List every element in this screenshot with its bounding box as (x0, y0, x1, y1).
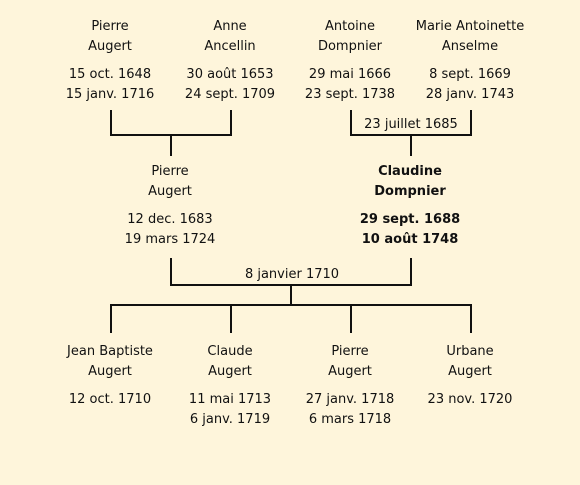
first-name: Pierre (151, 164, 189, 179)
connector-line (170, 134, 172, 156)
connector-line (230, 304, 232, 333)
birth-date: 30 août 1653 (186, 67, 274, 82)
last-name: Ancellin (204, 39, 256, 54)
connector-line (410, 134, 412, 156)
first-name: Jean Baptiste (67, 344, 153, 359)
first-name: Marie Antoinette (415, 19, 525, 34)
person-marie-antoinette-anselme: Marie Antoinette Anselme 8 sept. 1669 28… (400, 17, 540, 105)
person-pierre-augert-grandfather: Pierre Augert 15 oct. 1648 15 janv. 1716 (40, 17, 180, 105)
person-pierre-augert-child: Pierre Augert 27 janv. 1718 6 mars 1718 (280, 342, 420, 430)
person-claudine-dompnier: Claudine Dompnier 29 sept. 1688 10 août … (340, 162, 480, 250)
first-name: Pierre (91, 19, 129, 34)
person-anne-ancellin: Anne Ancellin 30 août 1653 24 sept. 1709 (160, 17, 300, 105)
death-date: 6 mars 1718 (308, 412, 392, 427)
birth-date: 12 oct. 1710 (68, 392, 152, 407)
connector-line (110, 110, 112, 136)
last-name: Augert (88, 39, 132, 54)
death-date: 28 janv. 1743 (425, 87, 515, 102)
first-name: Urbane (446, 344, 494, 359)
death-date: 10 août 1748 (361, 232, 459, 247)
children-line (110, 304, 472, 306)
birth-date: 29 mai 1666 (308, 67, 392, 82)
birth-date: 23 nov. 1720 (427, 392, 513, 407)
connector-line (290, 284, 292, 306)
connector-line (110, 304, 112, 333)
connector-line (470, 304, 472, 333)
last-name: Augert (148, 184, 192, 199)
death-date: 6 janv. 1719 (189, 412, 271, 427)
birth-date: 12 dec. 1683 (127, 212, 213, 227)
last-name: Augert (208, 364, 252, 379)
death-date: 15 janv. 1716 (65, 87, 155, 102)
first-name: Pierre (331, 344, 369, 359)
first-name: Antoine (324, 19, 376, 34)
birth-date: 11 mai 1713 (188, 392, 272, 407)
last-name: Dompnier (317, 39, 383, 54)
connector-line (470, 110, 472, 136)
person-jean-baptiste-augert: Jean Baptiste Augert 12 oct. 1710 (40, 342, 180, 410)
marriage-date-label: 8 janvier 1710 (236, 267, 348, 283)
person-urbane-augert: Urbane Augert 23 nov. 1720 (400, 342, 540, 410)
first-name: Claude (207, 344, 253, 359)
marriage-date-label: 23 juillet 1685 (355, 117, 467, 133)
death-date: 23 sept. 1738 (304, 87, 396, 102)
birth-date: 8 sept. 1669 (429, 67, 511, 82)
last-name: Anselme (441, 39, 499, 54)
connector-line (350, 110, 352, 136)
first-name: Claudine (378, 164, 442, 179)
connector-line (410, 258, 412, 286)
person-pierre-augert-father: Pierre Augert 12 dec. 1683 19 mars 1724 (100, 162, 240, 250)
first-name: Anne (213, 19, 247, 34)
last-name: Augert (328, 364, 372, 379)
last-name: Augert (88, 364, 132, 379)
birth-date: 15 oct. 1648 (68, 67, 152, 82)
last-name: Dompnier (374, 184, 446, 199)
connector-line (170, 258, 172, 286)
death-date: 24 sept. 1709 (184, 87, 276, 102)
birth-date: 29 sept. 1688 (359, 212, 461, 227)
death-date: 19 mars 1724 (124, 232, 216, 247)
connector-line (350, 304, 352, 333)
last-name: Augert (448, 364, 492, 379)
birth-date: 27 janv. 1718 (305, 392, 395, 407)
person-antoine-dompnier: Antoine Dompnier 29 mai 1666 23 sept. 17… (280, 17, 420, 105)
person-claude-augert: Claude Augert 11 mai 1713 6 janv. 1719 (160, 342, 300, 430)
connector-line (230, 110, 232, 136)
